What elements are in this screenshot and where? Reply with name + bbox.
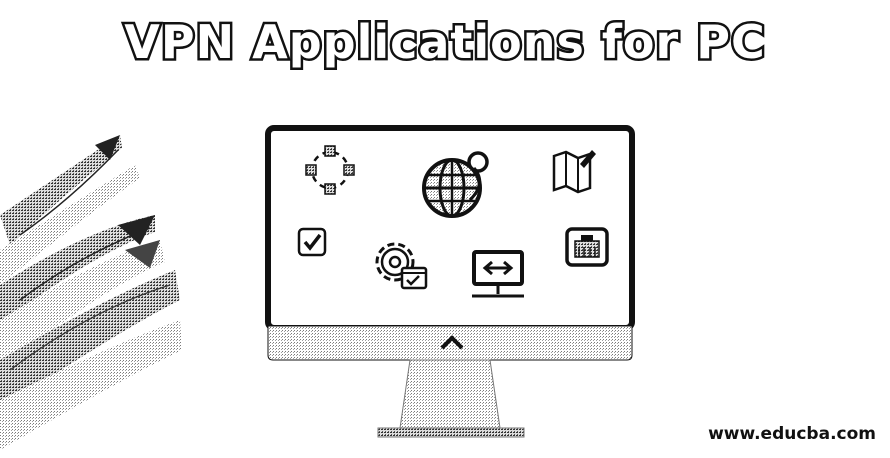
decorative-swoosh (0, 135, 182, 450)
settings-gear-icon (375, 242, 428, 290)
network-switch-icon (565, 227, 609, 267)
monitor (265, 125, 635, 438)
checkbox-checked-icon (297, 227, 327, 257)
remote-desktop-icon (472, 250, 524, 298)
selection-target-icon (305, 145, 355, 195)
page-title: VPN Applications for PC (122, 13, 767, 72)
website-link[interactable]: www.educba.com (708, 424, 876, 444)
map-edit-icon (552, 150, 596, 194)
chevron-up-icon (440, 335, 464, 350)
globe-network-icon (422, 151, 489, 218)
